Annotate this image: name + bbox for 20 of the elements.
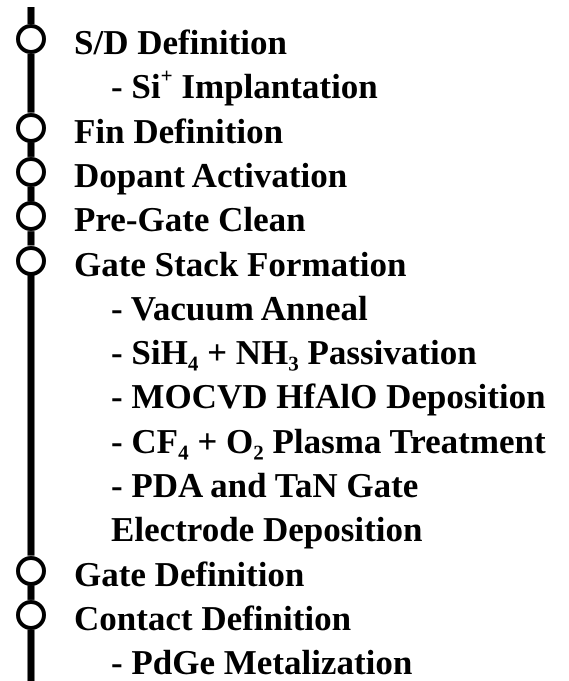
connector-line (28, 231, 34, 246)
step-heading: Fin Definition (74, 110, 284, 153)
step-heading: Gate Stack Formation (74, 244, 406, 286)
connector-line (28, 142, 34, 157)
connector-line (28, 186, 34, 202)
substep-text: - MOCVD HfAlO Deposition (111, 376, 547, 418)
substep-text: - CF$_{4}$ + O$_{2}$ Plasma Treatment (111, 420, 547, 464)
step-heading: S/D Definition (74, 22, 287, 64)
substep-text: - SiH$_{4}$ + NH$_{3}$ Passivation (111, 332, 478, 376)
connector-line (28, 276, 34, 556)
step-heading: Contact Definition (74, 598, 352, 640)
step-heading: Pre-Gate Clean (74, 199, 306, 242)
substep-text: - PDA and TaN Gate Electrode Deposition (111, 465, 424, 551)
step-heading: Gate Definition (74, 554, 304, 596)
connector-line (28, 54, 34, 113)
substep-text: - PdGe Metalization (111, 642, 414, 681)
substep-text: - Si$^{+}$ Implantation (111, 65, 379, 108)
substep-text: - Vacuum Anneal (111, 288, 369, 330)
step-heading: Dopant Activation (74, 154, 348, 197)
connector-line (28, 586, 34, 600)
